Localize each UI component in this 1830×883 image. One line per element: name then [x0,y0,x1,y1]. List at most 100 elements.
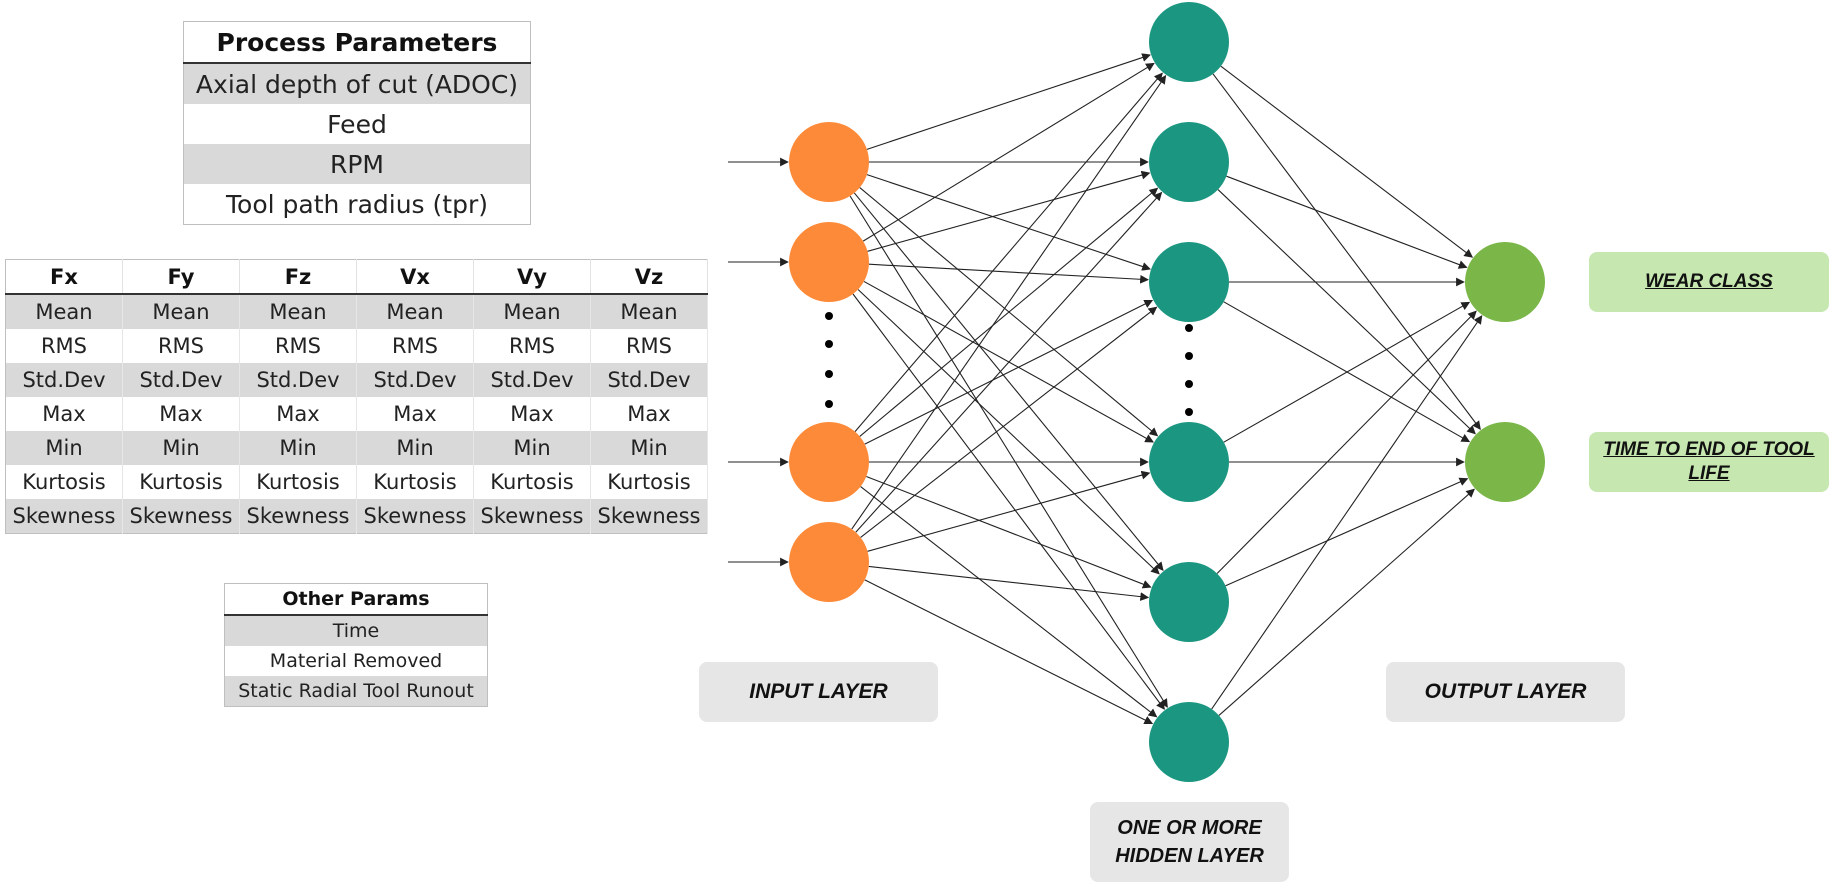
table-cell: Max [590,397,708,431]
table-cell: Kurtosis [356,465,474,499]
table-cell: RMS [122,329,240,363]
input-hidden-edge [849,195,1168,708]
signal-features-table: Fx Fy Fz Vx Vy Vz Mean Mean Mean Mean Me… [5,259,708,534]
table-row: Kurtosis Kurtosis Kurtosis Kurtosis Kurt… [5,465,708,499]
output-node [1465,422,1545,502]
table-cell: Kurtosis [590,465,708,499]
table-row: Max Max Max Max Max Max [5,397,708,431]
input-layer-text: INPUT LAYER [749,680,888,703]
hidden-node [1149,2,1229,82]
table-cell: Kurtosis [5,465,123,499]
column-header: Vz [590,259,708,295]
table-cell: Static Radial Tool Runout [224,676,488,707]
hidden-output-edge [1212,73,1481,430]
ellipsis-dot [1185,324,1193,332]
hidden-output-edge [1223,301,1471,443]
table-cell: Mean [356,294,474,329]
table-row: Std.Dev Std.Dev Std.Dev Std.Dev Std.Dev … [5,363,708,397]
network-nodes [789,2,1545,782]
table-row: Skewness Skewness Skewness Skewness Skew… [5,499,708,534]
table-cell: RMS [590,329,708,363]
ellipsis-dot [825,312,833,320]
table-cell: Max [122,397,240,431]
table-cell: Kurtosis [473,465,591,499]
hidden-layer-label: ONE OR MORE HIDDEN LAYER [1090,802,1289,882]
table-cell: Kurtosis [122,465,240,499]
ellipsis-dot [825,340,833,348]
table-cell: Min [122,431,240,465]
table-cell: Skewness [590,499,708,534]
input-hidden-edge [855,191,1163,533]
ellipsis-dot [825,370,833,378]
ellipsis-dot [1185,408,1193,416]
table-row: Mean Mean Mean Mean Mean Mean [5,294,708,329]
table-cell: Skewness [473,499,591,534]
hidden-node [1149,242,1229,322]
hidden-output-edge [1211,315,1483,710]
input-hidden-edge [866,53,1151,150]
table-cell: Mean [239,294,357,329]
table-cell: Max [473,397,591,431]
input-hidden-edge [853,192,1164,571]
input-hidden-edge [868,263,1149,284]
table-cell: Std.Dev [356,363,474,397]
table-cell: Max [356,397,474,431]
hidden-output-edge [1216,310,1477,574]
input-hidden-edge [862,62,1155,242]
input-hidden-edge [867,170,1151,252]
table-cell: Skewness [356,499,474,534]
table-header: Process Parameters [183,21,531,64]
table-cell: Skewness [122,499,240,534]
input-hidden-edge [868,565,1150,601]
table-cell: Max [5,397,123,431]
table-row: RMS RMS RMS RMS RMS RMS [5,329,708,363]
input-hidden-edge [852,293,1165,710]
table-cell: RMS [5,329,123,363]
ellipsis-dots [825,312,1193,416]
input-node [789,222,869,302]
table-cell: Skewness [5,499,123,534]
output-time-to-end: TIME TO END OF TOOL LIFE [1589,432,1829,492]
input-hidden-edge [854,72,1163,432]
table-cell: Min [239,431,357,465]
table-cell: Min [590,431,708,465]
column-header: Fy [122,259,240,295]
input-hidden-edge [857,289,1160,575]
hidden-node [1149,422,1229,502]
table-cell: Mean [122,294,240,329]
output-wear-class: WEAR CLASS [1589,252,1829,312]
table-cell: Skewness [239,499,357,534]
input-hidden-edge [851,74,1167,530]
ellipsis-dot [1185,380,1193,388]
hidden-node [1149,122,1229,202]
table-cell: Std.Dev [590,363,708,397]
hidden-node [1149,562,1229,642]
table-cell: RPM [183,144,531,184]
input-hidden-edge [864,579,1154,725]
output-layer-text: OUTPUT LAYER [1424,680,1587,703]
table-cell: Time [224,615,488,646]
table-cell: RMS [356,329,474,363]
table-cell: Std.Dev [5,363,123,397]
output-wear-class-text: WEAR CLASS [1645,271,1773,292]
output-node [1465,242,1545,322]
table-cell: Min [473,431,591,465]
table-cell: Axial depth of cut (ADOC) [183,63,531,104]
table-cell: Mean [5,294,123,329]
output-time-to-end-text: TIME TO END OF TOOL LIFE [1603,439,1815,484]
column-header: Vy [473,259,591,295]
hidden-output-edge [1220,65,1474,258]
table-cell: Std.Dev [239,363,357,397]
process-parameters-table: Process Parameters Axial depth of cut (A… [183,21,531,225]
table-row: Min Min Min Min Min Min [5,431,708,465]
input-layer-label: INPUT LAYER [699,662,938,722]
column-header: Vx [356,259,474,295]
table-cell: Mean [590,294,708,329]
column-header: Fx [5,259,123,295]
table-cell: Std.Dev [473,363,591,397]
hidden-output-edge [1217,189,1476,435]
input-hidden-edge [860,486,1158,718]
input-hidden-edge [860,306,1158,538]
table-cell: Feed [327,109,387,139]
